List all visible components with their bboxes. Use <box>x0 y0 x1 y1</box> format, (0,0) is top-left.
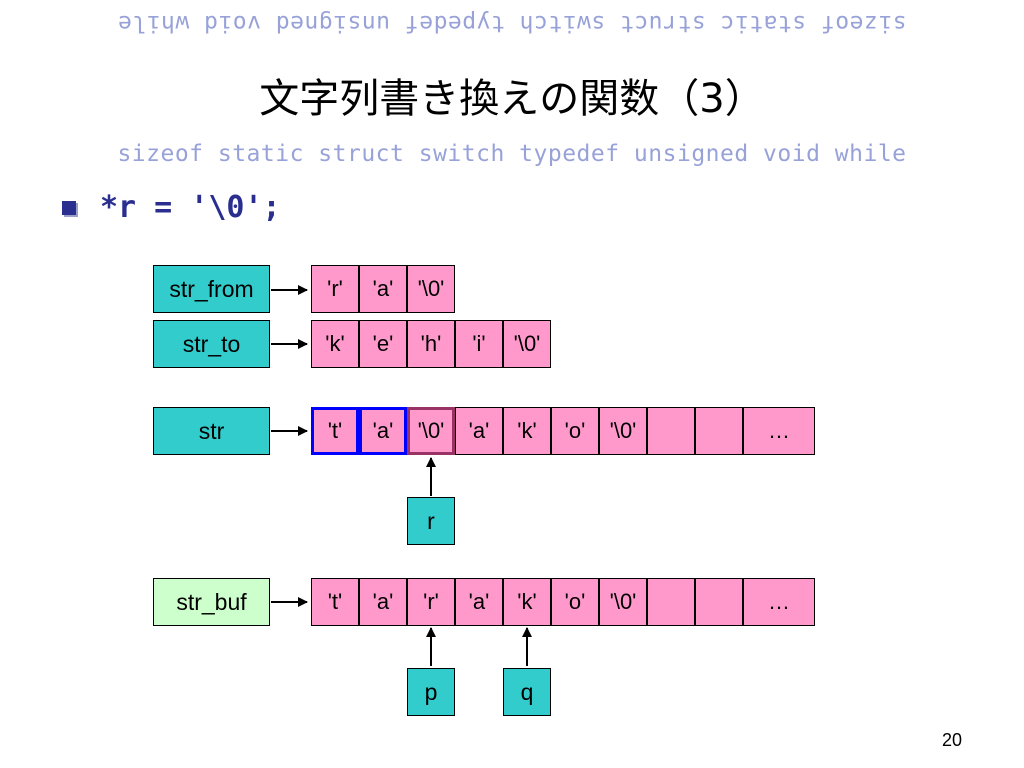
str-from-cell-1: 'a' <box>359 265 407 313</box>
str-to-cell-1: 'e' <box>359 320 407 368</box>
str-label: str <box>153 407 270 455</box>
str-buf-cell-0: 't' <box>311 578 359 626</box>
str-buf-label: str_buf <box>153 578 270 626</box>
str-from-label: str_from <box>153 265 270 313</box>
pointer-p: p <box>407 668 455 716</box>
str-to-cell-4: '\0' <box>503 320 551 368</box>
str-cell-ellipsis: … <box>743 407 815 455</box>
pointer-q: q <box>503 668 551 716</box>
str-cell-0: 't' <box>311 407 359 455</box>
str-to-cell-3: 'i' <box>455 320 503 368</box>
str-buf-cell-6: '\0' <box>599 578 647 626</box>
page-number: 20 <box>941 730 962 750</box>
str-buf-cell-1: 'a' <box>359 578 407 626</box>
str-cell-4: 'k' <box>503 407 551 455</box>
str-cell-2: '\0' <box>407 407 455 455</box>
str-cell-6: '\0' <box>599 407 647 455</box>
str-to-cell-2: 'h' <box>407 320 455 368</box>
bullet-item: *r = '\0'; <box>62 190 281 225</box>
str-buf-cell-3: 'a' <box>455 578 503 626</box>
slide-title: 文字列書き換えの関数（3） <box>259 76 765 122</box>
str-from-cell-2: '\0' <box>407 265 455 313</box>
square-bullet-icon <box>62 200 76 215</box>
str-to-cell-0: 'k' <box>311 320 359 368</box>
str-buf-cell-8 <box>695 578 743 626</box>
decorative-keywords: sizeof static struct switch typedef unsi… <box>117 141 907 167</box>
str-cell-8 <box>695 407 743 455</box>
str-from-cell-0: 'r' <box>311 265 359 313</box>
str-cell-5: 'o' <box>551 407 599 455</box>
bullet-code: *r = '\0'; <box>100 190 281 225</box>
str-buf-cell-5: 'o' <box>551 578 599 626</box>
str-buf-cell-2: 'r' <box>407 578 455 626</box>
str-cell-3: 'a' <box>455 407 503 455</box>
str-cell-1: 'a' <box>359 407 407 455</box>
pointer-r: r <box>407 497 455 545</box>
str-to-label: str_to <box>153 320 270 368</box>
str-cell-7 <box>647 407 695 455</box>
str-buf-cell-4: 'k' <box>503 578 551 626</box>
str-buf-cell-ellipsis: … <box>743 578 815 626</box>
str-buf-cell-7 <box>647 578 695 626</box>
